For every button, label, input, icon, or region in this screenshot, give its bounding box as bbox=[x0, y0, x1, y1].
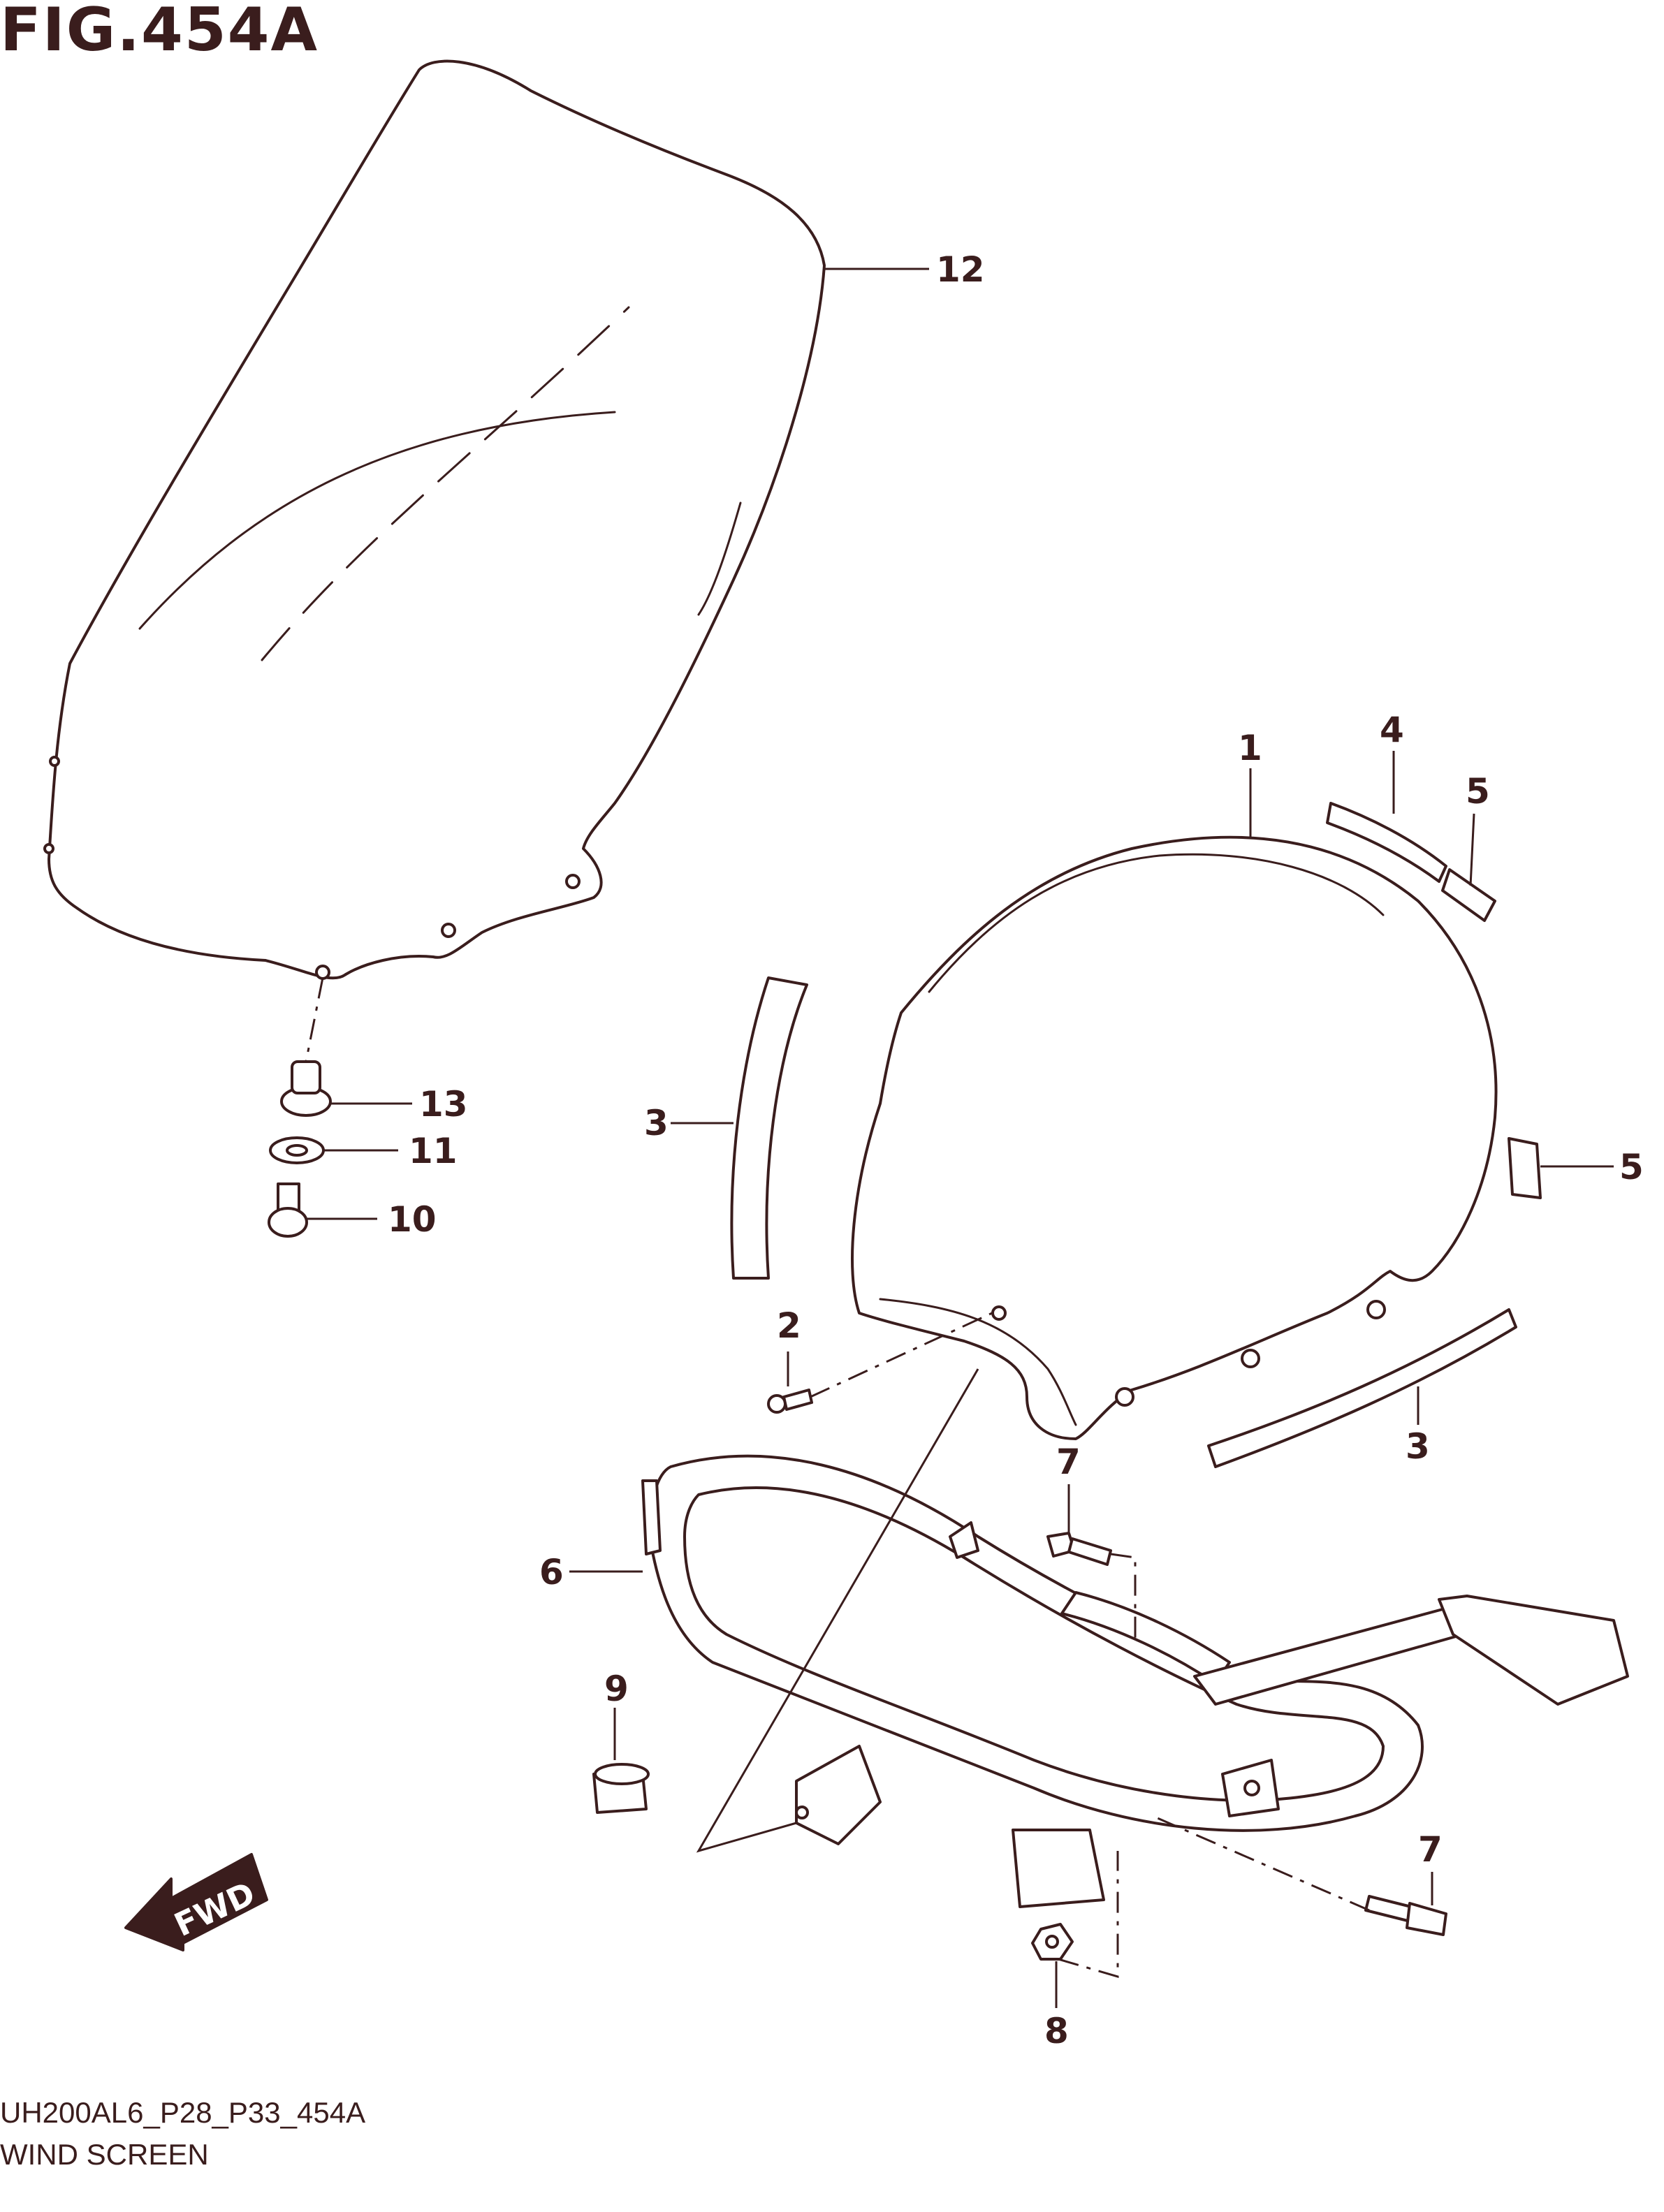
callout-5-lower: 5 bbox=[1619, 1147, 1644, 1187]
nut-part-8[interactable] bbox=[1031, 1923, 1074, 1961]
callout-1: 1 bbox=[1238, 728, 1262, 768]
callout-6: 6 bbox=[539, 1552, 564, 1592]
screw-part-2[interactable] bbox=[767, 1389, 813, 1414]
callout-3-right: 3 bbox=[1406, 1426, 1430, 1467]
callout-7-lower: 7 bbox=[1418, 1829, 1443, 1870]
callout-labels: 12 1 4 5 5 3 3 2 7 7 8 9 6 13 11 10 bbox=[388, 249, 1644, 2051]
bolt-part-7-upper[interactable] bbox=[1046, 1532, 1112, 1566]
figure-title: FIG.454A bbox=[0, 0, 319, 65]
callout-2: 2 bbox=[777, 1305, 801, 1346]
rubber-cushion-part-9[interactable] bbox=[592, 1763, 650, 1814]
callout-8: 8 bbox=[1044, 2011, 1069, 2051]
callout-12: 11 bbox=[409, 1131, 458, 1171]
bracket-frame-part-6[interactable] bbox=[641, 1454, 1629, 1908]
foam-strip-part-3-left[interactable] bbox=[730, 976, 808, 1280]
grommet-part-13[interactable] bbox=[280, 1060, 332, 1117]
foam-strip-part-3-right[interactable] bbox=[1207, 1308, 1517, 1468]
callout-5-upper: 5 bbox=[1466, 771, 1490, 812]
callout-9: 9 bbox=[604, 1669, 629, 1709]
figure-code: UH200AL6_P28_P33_454A bbox=[0, 2096, 366, 2129]
assembly-reference-lines bbox=[305, 977, 1370, 1979]
callout-3-left: 3 bbox=[644, 1103, 669, 1143]
washer-part-12[interactable] bbox=[269, 1136, 325, 1164]
callout-13: 13 bbox=[419, 1084, 468, 1125]
cushion-part-5-lower[interactable] bbox=[1508, 1137, 1542, 1199]
bolt-part-7-lower[interactable] bbox=[1364, 1895, 1447, 1936]
screw-part-11[interactable] bbox=[268, 1182, 308, 1238]
cushion-part-5-upper[interactable] bbox=[1441, 868, 1496, 922]
callout-7-upper: 7 bbox=[1056, 1442, 1081, 1482]
fwd-arrow-icon: FWD bbox=[124, 1853, 268, 1951]
figure-name: WIND SCREEN bbox=[0, 2138, 209, 2171]
callout-11: 10 bbox=[388, 1199, 437, 1240]
leader-lines bbox=[307, 268, 1614, 2008]
callout-10: 12 bbox=[936, 249, 985, 290]
seal-strip-part-4[interactable] bbox=[1326, 802, 1447, 883]
inner-panel-part-1[interactable] bbox=[851, 835, 1498, 1440]
callout-4: 4 bbox=[1380, 710, 1404, 750]
windscreen-part-10[interactable] bbox=[43, 59, 826, 980]
